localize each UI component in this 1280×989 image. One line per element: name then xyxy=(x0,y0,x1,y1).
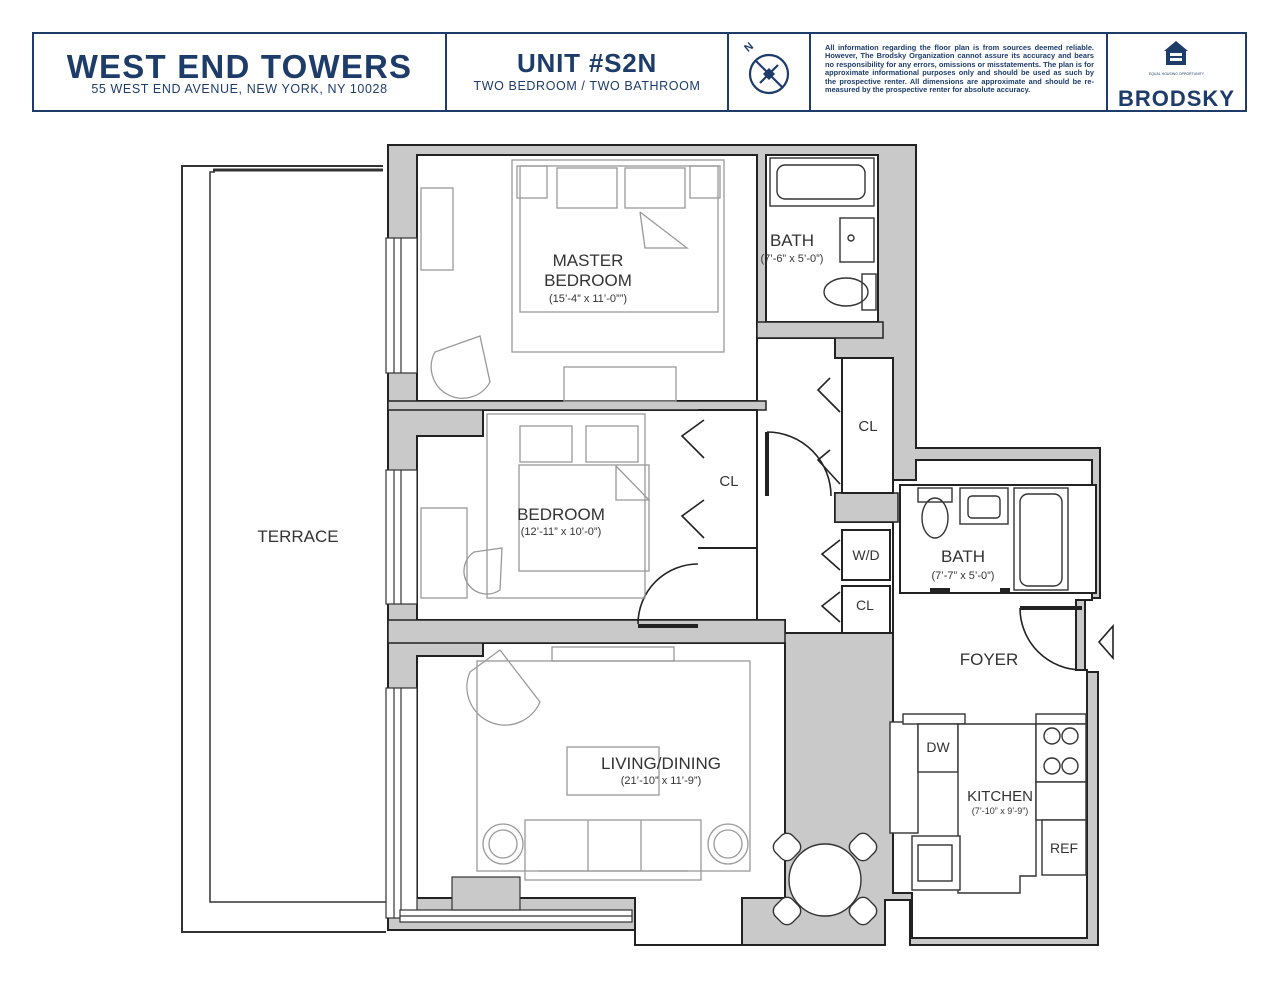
north-compass-icon: N xyxy=(742,40,790,95)
toilet-icon-2 xyxy=(921,497,949,539)
equal-housing-label: EQUAL HOUSING OPPORTUNITY xyxy=(1148,72,1205,76)
master-closet xyxy=(841,357,894,494)
bath2-area xyxy=(899,484,1097,594)
entry-arrow-icon xyxy=(1097,623,1114,661)
refrigerator-label: REF xyxy=(1050,840,1078,856)
closets xyxy=(698,357,1097,634)
sink-icon xyxy=(839,217,875,263)
bed-icon-2 xyxy=(486,413,646,599)
living-dining-dims: (21’-10” x 11’-9”) xyxy=(621,775,702,787)
windows xyxy=(385,237,633,923)
refrigerator-icon xyxy=(1041,819,1087,876)
unit-type: TWO BEDROOM / TWO BATHROOM xyxy=(473,79,701,93)
hall-closet xyxy=(841,585,891,634)
master-closet-label: CL xyxy=(858,418,877,435)
building-address: 55 WEST END AVENUE, NEW YORK, NY 10028 xyxy=(91,82,388,96)
kitchen-label: KITCHEN xyxy=(967,788,1033,805)
room-labels: MASTER BEDROOM (15’-4” x 11’-0””) BATH (… xyxy=(257,231,1078,856)
bedroom-label: BEDROOM xyxy=(517,505,605,524)
terrace xyxy=(181,165,386,933)
living-furniture xyxy=(466,646,751,881)
master-bedroom-label-2: BEDROOM xyxy=(544,271,632,290)
master-bedroom-furniture xyxy=(420,159,725,402)
brand-logo: BRODSKY xyxy=(1117,86,1235,111)
kitchen-sink-icon xyxy=(917,844,953,882)
bathtub-icon-2 xyxy=(1013,487,1069,591)
dining-set-icon xyxy=(772,832,878,926)
kitchen-fixtures xyxy=(889,713,1087,894)
chair-icon xyxy=(430,335,491,399)
unit-number: UNIT #S2N xyxy=(516,48,658,78)
bath2-label: BATH xyxy=(941,547,985,566)
living-dining-label: LIVING/DINING xyxy=(601,754,721,773)
master-bath-label: BATH xyxy=(770,231,814,250)
dishwasher-label: DW xyxy=(926,739,950,755)
building-cell: WEST END TOWERS 55 WEST END AVENUE, NEW … xyxy=(34,34,447,110)
disclaimer-cell: All information regarding the floor plan… xyxy=(811,34,1108,110)
disclaimer-text: All information regarding the floor plan… xyxy=(825,43,1094,95)
stove-icon xyxy=(1035,723,1087,783)
bath2-fixtures xyxy=(917,487,1069,591)
foyer-label: FOYER xyxy=(960,650,1019,669)
master-bath-area xyxy=(765,154,879,323)
desk-icon-2 xyxy=(420,507,468,599)
bed-icon xyxy=(511,159,725,353)
master-bath-fixtures xyxy=(769,157,877,311)
terrace-label: TERRACE xyxy=(257,527,338,546)
master-bedroom-area xyxy=(416,154,758,402)
washer-dryer xyxy=(841,529,891,581)
bath2-dims: (7’-7” x 5’-0”) xyxy=(932,570,995,582)
unit-cell: UNIT #S2N TWO BEDROOM / TWO BATHROOM xyxy=(447,34,729,110)
bedroom-closet xyxy=(698,409,758,549)
brand-cell: EQUAL HOUSING OPPORTUNITY BRODSKY xyxy=(1108,34,1245,111)
bedroom-furniture xyxy=(420,413,651,599)
bedroom-closet-label: CL xyxy=(719,473,738,490)
bathtub-icon xyxy=(769,157,875,207)
toilet-icon xyxy=(823,277,869,307)
washer-dryer-label: W/D xyxy=(852,547,879,563)
compass-cell: N xyxy=(729,34,811,110)
building-name: WEST END TOWERS xyxy=(66,48,413,85)
desk-icon xyxy=(420,187,454,271)
sofa-icon xyxy=(524,819,702,881)
dresser-icon xyxy=(563,366,677,402)
hall-closet-label: CL xyxy=(856,597,874,613)
doors xyxy=(637,377,1083,671)
bedroom-dims: (12’-11” x 10’-0”) xyxy=(521,526,602,538)
side-table-icon xyxy=(482,823,524,865)
media-console-icon xyxy=(551,646,675,662)
master-bath-dims: (7’-6” x 5’-0”) xyxy=(761,253,824,265)
chair-icon-2 xyxy=(463,547,503,595)
kitchen-dims: (7’-10” x 9’-9”) xyxy=(972,806,1029,816)
sink-icon-2 xyxy=(959,487,1009,525)
equal-housing-icon xyxy=(1164,41,1188,65)
living-area xyxy=(416,642,786,946)
dishwasher-icon xyxy=(917,723,959,773)
lounge-chair-icon xyxy=(466,649,541,726)
title-block: WEST END TOWERS 55 WEST END AVENUE, NEW … xyxy=(32,32,1247,112)
master-bedroom-dims: (15’-4” x 11’-0””) xyxy=(549,293,627,305)
master-bedroom-label-1: MASTER xyxy=(553,251,624,270)
coffee-table-icon xyxy=(566,746,660,796)
